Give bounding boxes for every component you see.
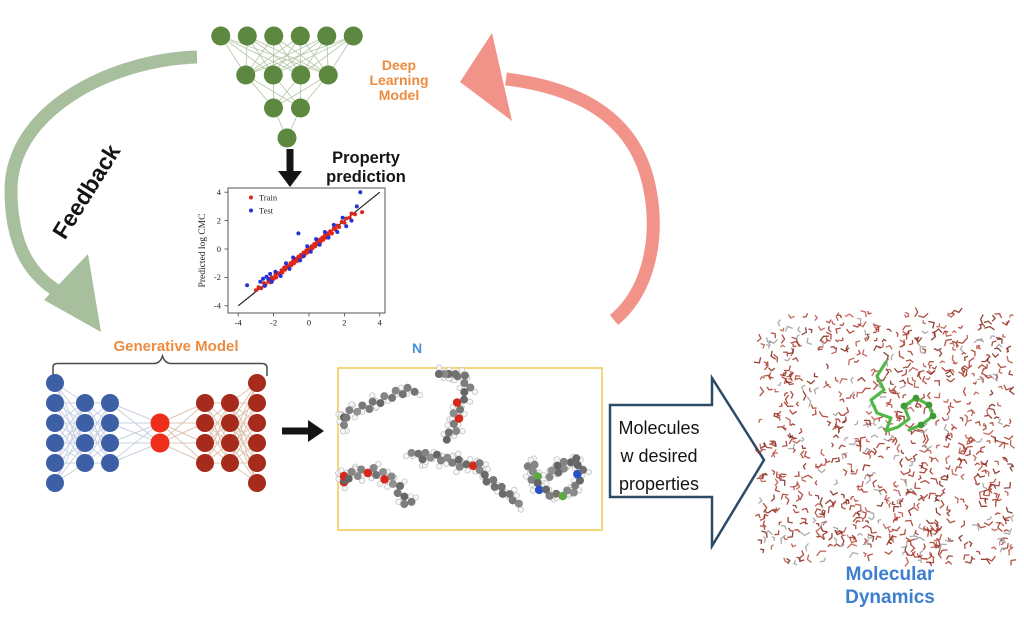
svg-text:-4: -4 <box>235 318 243 328</box>
retrain-arrowhead-icon <box>460 33 512 121</box>
generate-arrow-right-icon <box>282 420 324 442</box>
svg-text:2: 2 <box>217 215 221 225</box>
molecules-arrow-shape <box>608 373 766 551</box>
md-simulation <box>753 307 1017 567</box>
generative-network <box>46 374 266 492</box>
svg-text:0: 0 <box>217 244 221 254</box>
svg-text:2: 2 <box>342 318 346 328</box>
svg-text:4: 4 <box>378 318 383 328</box>
svg-text:Predicted log CMC: Predicted log CMC <box>198 214 208 288</box>
feedback-arrow <box>4 50 198 301</box>
svg-text:Test: Test <box>259 206 274 216</box>
property-arrow-down-icon <box>278 149 302 187</box>
svg-text:-2: -2 <box>270 318 277 328</box>
svg-text:4: 4 <box>217 187 222 197</box>
deep-learning-network <box>211 26 363 148</box>
generative-model-brace <box>52 353 268 377</box>
svg-text:0: 0 <box>307 318 311 328</box>
svg-text:Train: Train <box>259 193 278 203</box>
retrain-arrow <box>505 72 660 325</box>
generated-molecules <box>335 364 592 513</box>
svg-text:-2: -2 <box>214 272 221 282</box>
feedback-arrowhead-icon <box>44 254 101 332</box>
svg-text:-4: -4 <box>214 301 222 311</box>
molecule-box <box>337 367 603 531</box>
